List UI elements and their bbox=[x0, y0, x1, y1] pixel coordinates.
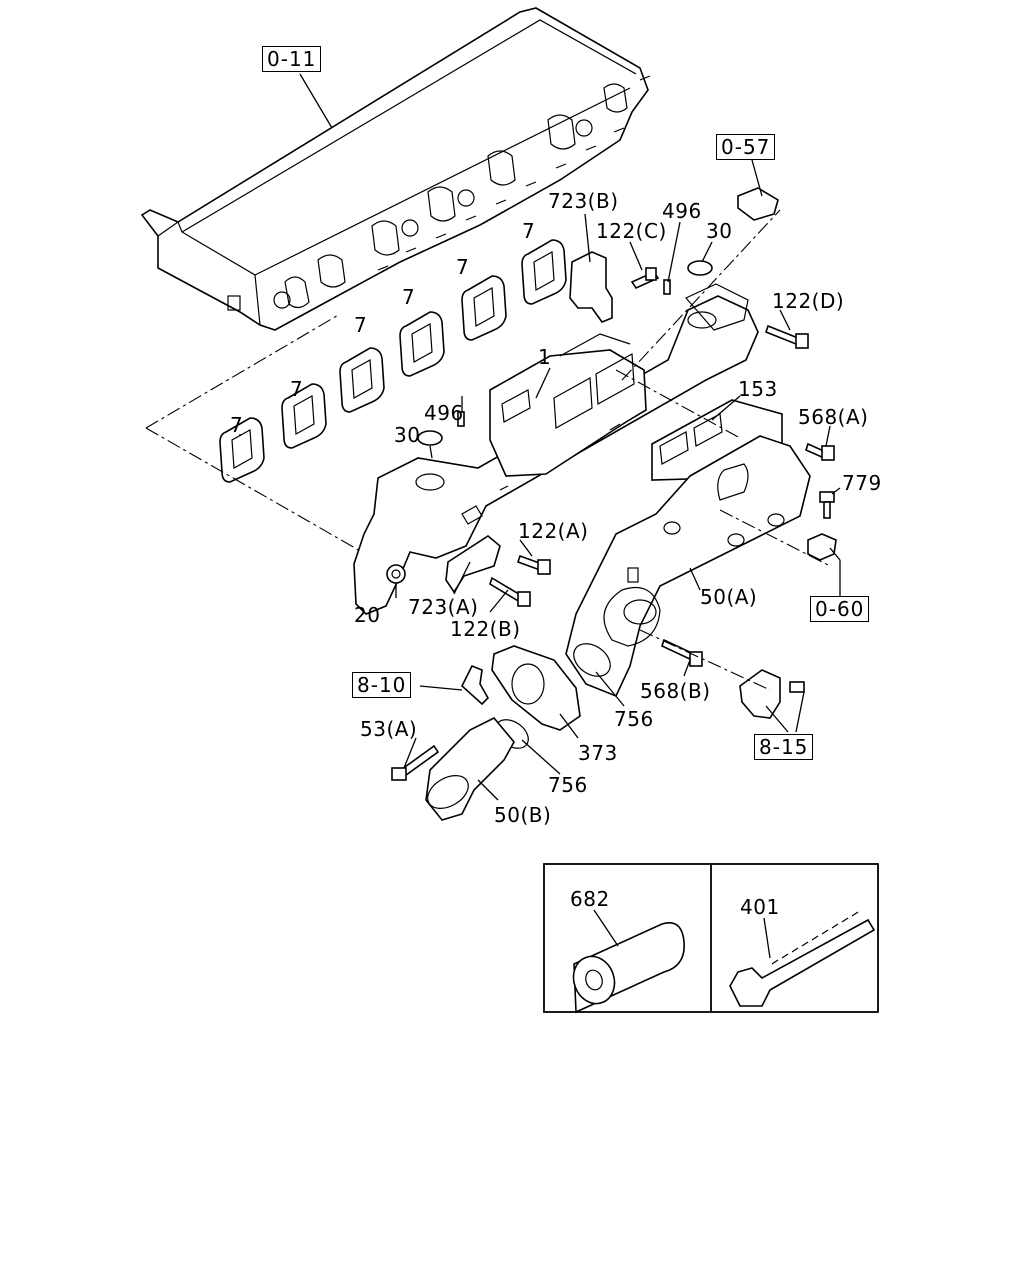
accessory-box bbox=[543, 863, 879, 1014]
part-label-30: 30 bbox=[394, 423, 421, 447]
part-label-122-a: 122(A) bbox=[518, 519, 589, 543]
part-label-682: 682 bbox=[570, 887, 610, 911]
part-label-7: 7 bbox=[290, 377, 304, 401]
part-label-122-d: 122(D) bbox=[772, 289, 845, 313]
cylinder-head-drawing bbox=[140, 7, 651, 331]
rear-exhaust-manifold-drawing bbox=[565, 399, 811, 698]
ref-box-0-60[interactable]: 0-60 bbox=[810, 596, 870, 622]
part-label-7: 7 bbox=[456, 255, 470, 279]
part-label-496: 496 bbox=[424, 401, 464, 425]
part-label-401: 401 bbox=[740, 895, 780, 919]
leader-lines bbox=[239, 73, 841, 801]
fasteners-drawing bbox=[386, 187, 837, 821]
part-label-30: 30 bbox=[706, 219, 733, 243]
part-label-756: 756 bbox=[548, 773, 588, 797]
part-label-723-b: 723(B) bbox=[548, 189, 619, 213]
alignment-lines bbox=[145, 209, 831, 691]
part-label-7: 7 bbox=[522, 219, 536, 243]
part-label-568-b: 568(B) bbox=[640, 679, 711, 703]
front-exhaust-manifold-drawing bbox=[353, 283, 759, 615]
part-label-756: 756 bbox=[614, 707, 654, 731]
part-label-20: 20 bbox=[354, 603, 381, 627]
part-label-122-b: 122(B) bbox=[450, 617, 521, 641]
part-label-568-a: 568(A) bbox=[798, 405, 869, 429]
part-label-7: 7 bbox=[354, 313, 368, 337]
part-label-1: 1 bbox=[538, 345, 552, 369]
ref-box-8-15[interactable]: 8-15 bbox=[754, 734, 814, 760]
part-label-50-a: 50(A) bbox=[700, 585, 758, 609]
part-label-7: 7 bbox=[402, 285, 416, 309]
part-label-779: 779 bbox=[842, 471, 882, 495]
part-label-7: 7 bbox=[230, 413, 244, 437]
part-label-122-c: 122(C) bbox=[596, 219, 667, 243]
ref-box-8-10[interactable]: 8-10 bbox=[352, 672, 412, 698]
part-label-373: 373 bbox=[578, 741, 618, 765]
part-label-53-a: 53(A) bbox=[360, 717, 418, 741]
ref-box-0-57[interactable]: 0-57 bbox=[716, 134, 776, 160]
part-label-723-a: 723(A) bbox=[408, 595, 479, 619]
part-label-153: 153 bbox=[738, 377, 778, 401]
part-label-50-b: 50(B) bbox=[494, 803, 552, 827]
part-label-496: 496 bbox=[662, 199, 702, 223]
gasket-set-drawing bbox=[219, 239, 567, 483]
ref-box-0-11[interactable]: 0-11 bbox=[262, 46, 322, 72]
